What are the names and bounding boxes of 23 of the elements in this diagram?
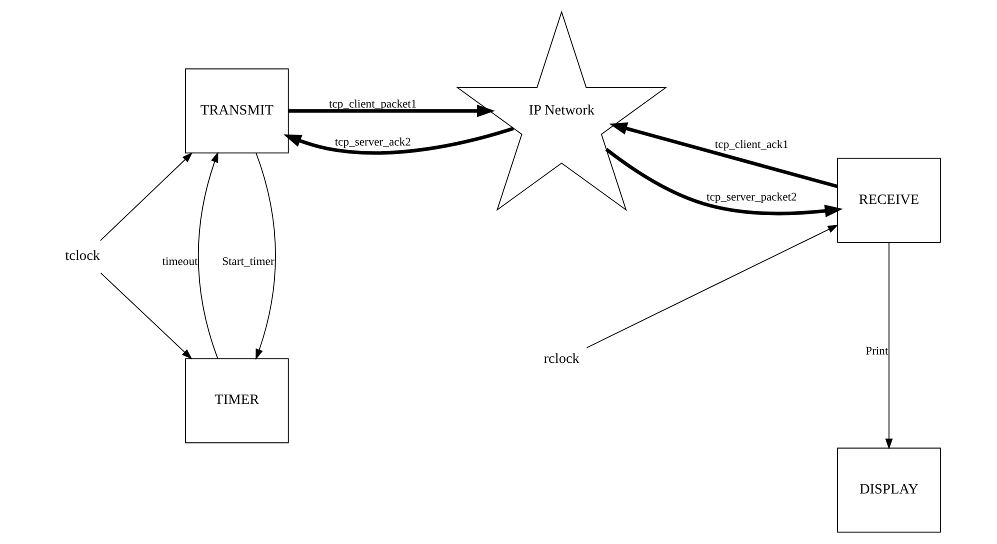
arrow [282,126,514,155]
edge-label: Start_timer [222,255,274,268]
arrow [604,148,842,218]
edge-label: timeout [162,255,198,268]
arrow [884,242,892,450]
edge-label: tcp_server_packet2 [706,190,796,204]
arrow [197,152,218,359]
arrow [288,104,494,118]
node-box: TIMER [184,358,288,444]
node-text: rclock [543,350,579,367]
edge-label: tcp_client_ack1 [714,138,788,151]
arrow [586,224,838,348]
arrow [255,152,276,360]
edge-label: tcp_client_packet1 [328,98,416,111]
edge-label: Print [865,344,888,358]
node-box: DISPLAY [836,448,940,533]
edge-label: tcp_server_ack2 [334,135,410,148]
node-box: RECEIVE [836,158,940,243]
arrow [100,272,192,360]
arrow [608,122,838,188]
arrow [99,152,192,241]
node-box: TRANSMIT [184,68,288,154]
node-text: tclock [64,248,100,264]
